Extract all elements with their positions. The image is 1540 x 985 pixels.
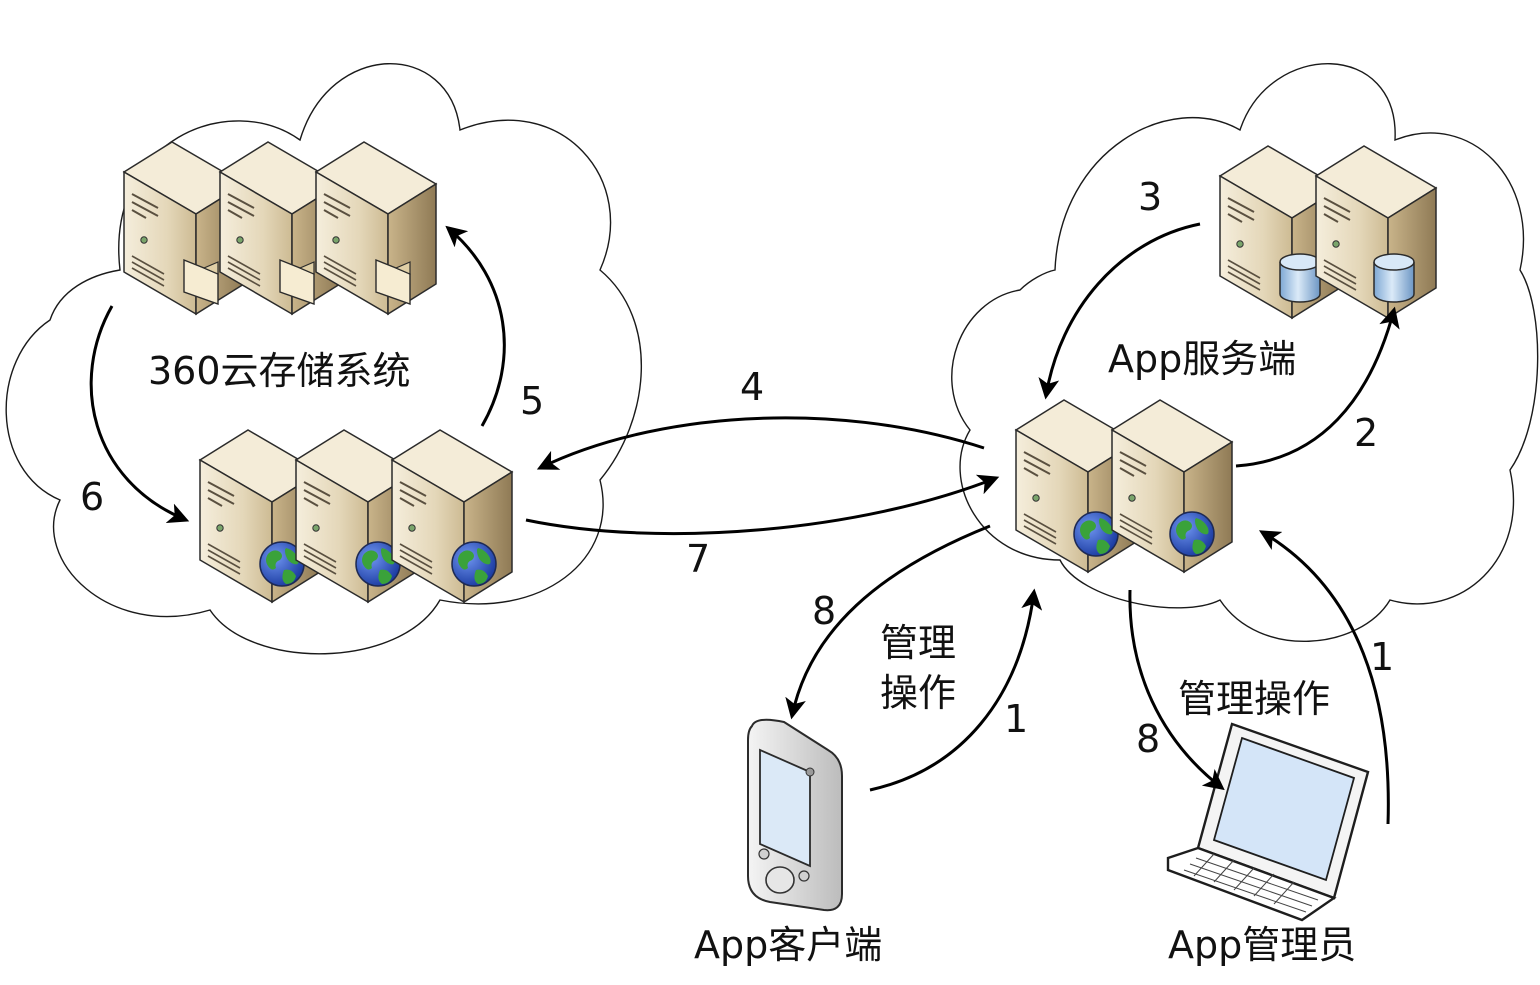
admin-ops-label: 管理操作 [1178, 677, 1330, 721]
step-1-client-label: 1 [1004, 697, 1028, 741]
step-5-label: 5 [520, 379, 544, 423]
laptop-icon [1166, 722, 1370, 922]
arrow-8-client [785, 524, 991, 720]
arrow-2 [1235, 306, 1400, 468]
client-ops-label-line2: 操作 [880, 671, 956, 715]
step-2-label: 2 [1354, 411, 1378, 455]
arrow-1-client [869, 588, 1043, 792]
admin-label: App管理员 [1168, 923, 1356, 967]
arrow-4 [536, 416, 985, 470]
step-4-label: 4 [740, 365, 764, 409]
client-ops-label-line1: 管理 [880, 621, 956, 665]
step-8-admin-label: 8 [1136, 717, 1160, 761]
step-1-admin-label: 1 [1370, 635, 1394, 679]
arrow-8-admin [1128, 589, 1225, 791]
step-7-label: 7 [686, 537, 710, 581]
pda-icon [747, 718, 843, 912]
step-6-label: 6 [80, 475, 104, 519]
storage-cloud-label: 360云存储系统 [148, 349, 411, 393]
arrow-3 [1038, 222, 1201, 400]
arrow-1-admin [1258, 530, 1390, 825]
client-label: App客户端 [694, 923, 882, 967]
arrow-6 [89, 305, 190, 523]
arrow-5 [445, 225, 506, 427]
arrow-7 [525, 474, 1000, 536]
service-cloud-label: App服务端 [1108, 337, 1296, 381]
step-3-label: 3 [1138, 175, 1162, 219]
step-8-client-label: 8 [812, 589, 836, 633]
